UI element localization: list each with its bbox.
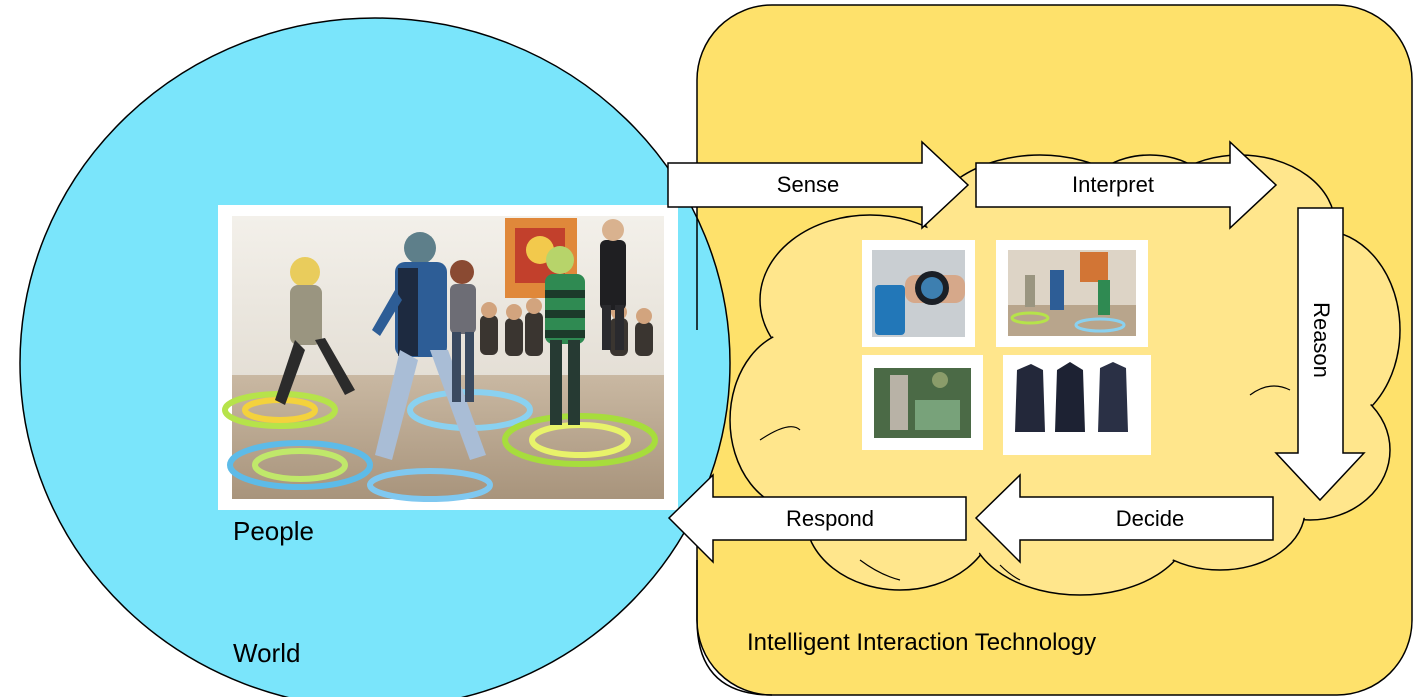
people-label: People xyxy=(233,516,314,546)
decide-label: Decide xyxy=(1116,506,1184,531)
world-label: World xyxy=(233,638,300,668)
reason-arrow xyxy=(1274,207,1366,502)
watch-photo xyxy=(862,240,975,347)
decide-arrow xyxy=(974,473,1274,564)
cloud-inner-arcs xyxy=(759,385,1291,581)
sense-label: Sense xyxy=(777,172,839,197)
technology-label: Intelligent Interaction Technology xyxy=(747,629,1096,656)
main-photo xyxy=(218,205,678,510)
vests-photo xyxy=(1003,355,1151,455)
kids-thumbnail-photo xyxy=(996,240,1148,347)
respond-label: Respond xyxy=(786,506,874,531)
sense-arrow xyxy=(667,140,970,230)
device-photo xyxy=(862,355,983,450)
reason-label: Reason xyxy=(1309,302,1334,378)
interpret-arrow xyxy=(975,140,1278,230)
interpret-label: Interpret xyxy=(1072,172,1154,197)
respond-arrow xyxy=(667,473,967,564)
technology-region-edge-lower xyxy=(696,560,773,696)
